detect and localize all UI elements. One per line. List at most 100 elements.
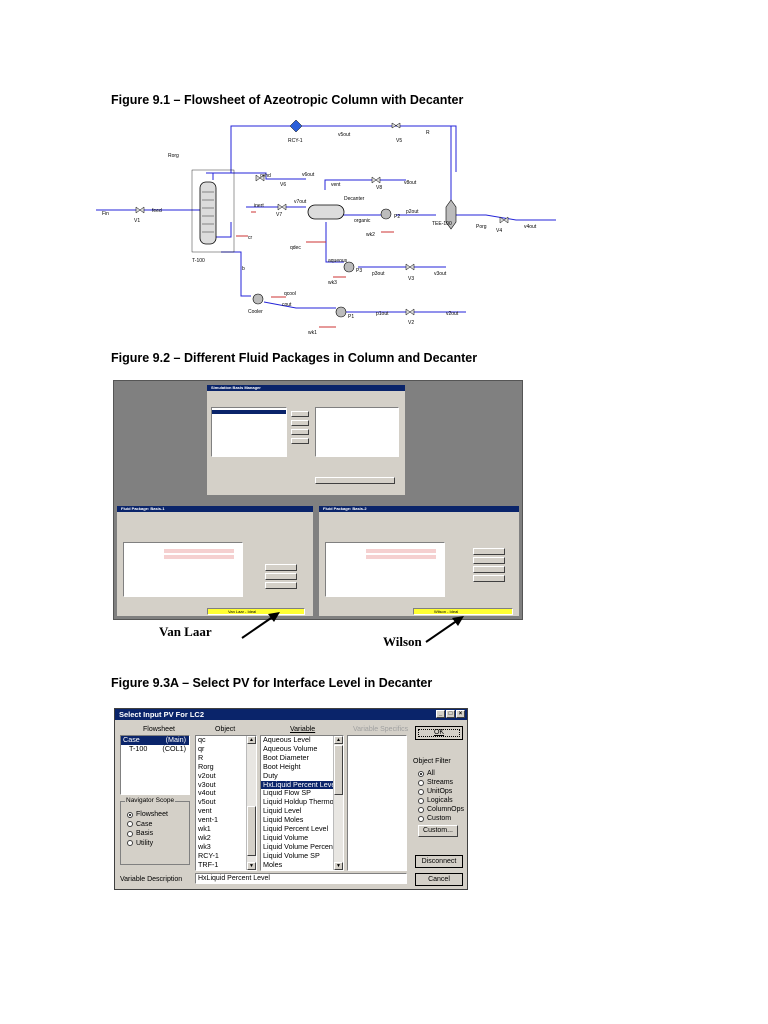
radio-icon[interactable] <box>127 821 133 827</box>
fluid-packages-screenshot: Simulation Basis Manager Fluid Package: … <box>113 380 523 620</box>
ok-button[interactable]: OK <box>415 726 463 740</box>
radio-icon[interactable] <box>127 840 133 846</box>
object-item[interactable]: v4out <box>198 788 216 798</box>
navigator-scope-option[interactable]: Flowsheet <box>127 811 168 818</box>
label-p3: P3 <box>356 268 362 274</box>
label-cout: cout <box>282 302 292 308</box>
object-filter-option[interactable]: All <box>418 770 435 777</box>
object-filter-option[interactable]: ColumnOps <box>418 806 464 813</box>
variable-item[interactable]: Boot Height <box>263 761 301 771</box>
button-new[interactable] <box>291 411 309 417</box>
variable-item[interactable]: Moles <box>263 859 283 869</box>
scroll-up-icon[interactable]: ▲ <box>334 736 343 744</box>
navigator-scope-option[interactable]: Utility <box>127 840 153 847</box>
object-item[interactable]: qr <box>198 743 205 753</box>
flowsheet-row[interactable]: T-100(COL1) <box>121 744 189 754</box>
label-v1: V1 <box>134 218 140 224</box>
flowsheet-list[interactable]: Case(Main)T-100(COL1) <box>120 735 190 795</box>
object-item[interactable]: TRF-1 <box>198 859 219 869</box>
scroll-down-icon[interactable]: ▼ <box>334 862 343 870</box>
object-filter-option[interactable]: Streams <box>418 779 453 786</box>
object-filter-option[interactable]: Logicals <box>418 797 453 804</box>
figure-9-2-caption: Figure 9.2 – Different Fluid Packages in… <box>111 351 478 365</box>
button-all-binaries[interactable] <box>265 573 297 580</box>
button-reset[interactable] <box>473 575 505 582</box>
label-organic: organic <box>354 218 371 224</box>
object-filter-option[interactable]: Custom <box>418 815 451 822</box>
label-v6: V6 <box>280 182 286 188</box>
navigator-scope-option[interactable]: Basis <box>127 830 153 837</box>
radio-icon[interactable] <box>418 788 424 795</box>
button-copy[interactable] <box>291 438 309 444</box>
flowsheet-row[interactable]: Case(Main) <box>121 736 189 745</box>
custom-button[interactable]: Custom... <box>418 825 458 837</box>
label-rcy1: RCY-1 <box>288 138 303 144</box>
object-item[interactable]: RCY-1 <box>198 850 219 860</box>
variable-item[interactable]: Duty <box>263 770 278 780</box>
radio-icon[interactable] <box>418 815 424 822</box>
minimize-icon[interactable]: _ <box>436 710 445 718</box>
radio-icon[interactable] <box>418 779 424 786</box>
variable-item[interactable]: Liquid Volume Percent <box>263 841 335 851</box>
label-v2: V2 <box>408 320 414 326</box>
cancel-button[interactable]: Cancel <box>415 873 463 886</box>
scroll-up-icon[interactable]: ▲ <box>247 736 256 744</box>
radio-icon[interactable] <box>418 806 424 813</box>
button-individual-pair[interactable] <box>473 548 505 555</box>
object-item[interactable]: vent <box>198 806 212 816</box>
scroll-thumb[interactable] <box>334 745 343 795</box>
button-reset[interactable] <box>265 582 297 589</box>
close-icon[interactable]: × <box>456 710 465 718</box>
variable-item[interactable]: Liquid Level <box>263 806 302 816</box>
variable-scrollbar[interactable]: ▲ ▼ <box>333 736 343 870</box>
object-scrollbar[interactable]: ▲ ▼ <box>246 736 256 870</box>
variable-item[interactable]: Liquid Holdup Thermo Eff <box>263 797 344 807</box>
fluid-package-list[interactable] <box>211 407 287 457</box>
object-item[interactable]: wk3 <box>198 841 211 851</box>
navigator-scope-option[interactable]: Case <box>127 821 152 828</box>
variable-specifics-list[interactable] <box>347 735 407 871</box>
radio-icon[interactable] <box>418 797 424 804</box>
object-item[interactable]: v3out <box>198 779 216 789</box>
variable-item[interactable]: Liquid Volume SP <box>263 850 320 860</box>
object-item[interactable]: wk1 <box>198 824 211 834</box>
label-v3: V3 <box>408 276 414 282</box>
variable-item[interactable]: HxLiquid Percent Level <box>261 779 337 791</box>
object-item[interactable]: Decanter <box>196 869 248 870</box>
binary-coeffs-table[interactable] <box>325 542 445 597</box>
button-all-binaries[interactable] <box>473 566 505 573</box>
object-item[interactable]: v2out <box>198 770 216 780</box>
radio-icon[interactable] <box>127 811 133 818</box>
variable-item[interactable]: Liquid Volume <box>263 832 309 842</box>
disconnect-button[interactable]: Disconnect <box>415 855 463 868</box>
object-item[interactable]: v5out <box>198 797 216 807</box>
flowsheet-association-table[interactable] <box>315 407 399 457</box>
scroll-down-icon[interactable]: ▼ <box>247 862 256 870</box>
object-filter-option[interactable]: UnitOps <box>418 788 452 795</box>
object-item[interactable]: qc <box>198 735 206 744</box>
object-item[interactable]: R <box>198 752 204 762</box>
variable-item[interactable]: Boot Diameter <box>263 752 309 762</box>
button-edit[interactable] <box>291 420 309 426</box>
button-unknowns[interactable] <box>265 564 297 571</box>
variable-item[interactable]: Phase Level <box>261 869 335 870</box>
enter-simulation-button[interactable] <box>315 477 395 484</box>
object-item[interactable]: Rorg <box>198 761 214 771</box>
binary-coeffs-table[interactable] <box>123 542 243 597</box>
object-item[interactable]: wk2 <box>198 832 211 842</box>
button-unknowns[interactable] <box>473 557 505 564</box>
variable-item[interactable]: Liquid Flow SP <box>263 788 311 798</box>
button-delete[interactable] <box>291 429 309 435</box>
variable-item[interactable]: Aqueous Volume <box>263 743 318 753</box>
variable-item[interactable]: Aqueous Level <box>263 735 311 744</box>
radio-label: Logicals <box>427 797 453 804</box>
object-item[interactable]: vent-1 <box>198 815 218 825</box>
radio-icon[interactable] <box>418 770 424 777</box>
radio-icon[interactable] <box>127 830 133 837</box>
scroll-thumb[interactable] <box>247 806 256 856</box>
maximize-icon[interactable]: □ <box>446 710 455 718</box>
variable-item[interactable]: Liquid Moles <box>263 815 304 825</box>
variable-item[interactable]: Liquid Percent Level <box>263 824 329 834</box>
